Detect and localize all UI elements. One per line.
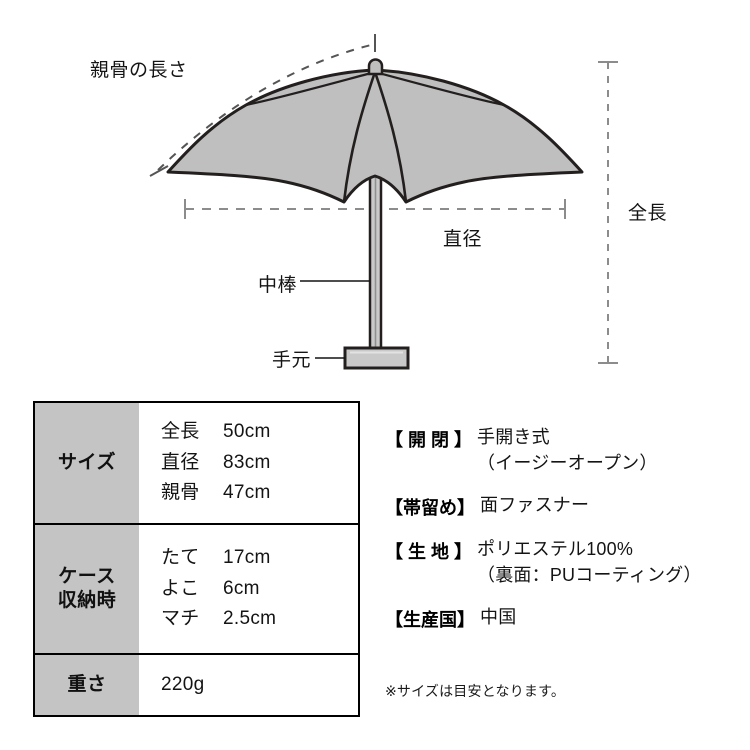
table-row: ケース 収納時 たて 17cm よこ 6cm マチ 2.5cm xyxy=(35,525,358,655)
label-handle: 手元 xyxy=(272,350,312,371)
table-row: サイズ 全長 50cm 直径 83cm 親骨 47cm xyxy=(35,403,358,525)
table-cell-key: 直径 xyxy=(161,451,200,473)
table-row: 重さ 220g xyxy=(35,655,358,715)
table-row-label: 重さ xyxy=(35,655,139,715)
table-cell-key: たて xyxy=(161,546,200,568)
table-row-values: 全長 50cm 直径 83cm 親骨 47cm xyxy=(139,403,358,523)
table-cell-value: 2.5cm xyxy=(223,608,277,630)
table-cell-key: マチ xyxy=(161,608,200,630)
spec-key: 【 開 閉 】 xyxy=(385,430,473,450)
table-cell-key: よこ xyxy=(161,577,200,599)
table-row-values: 220g xyxy=(139,655,358,715)
label-total-length: 全長 xyxy=(628,203,668,224)
umbrella-handle xyxy=(343,346,410,370)
total-length-dimension xyxy=(598,61,618,364)
spec-key: 【帯留め】 xyxy=(385,498,475,519)
table-cell: 直径 83cm xyxy=(161,448,358,479)
table-cell: たて 17cm xyxy=(161,543,358,574)
table-cell-value: 50cm xyxy=(223,420,271,442)
table-cell: よこ 6cm xyxy=(161,574,358,605)
table-row-label: サイズ xyxy=(35,403,139,523)
spec-key: 【生産国】 xyxy=(385,610,475,631)
table-cell-value: 220g xyxy=(161,673,205,695)
table-row-values: たて 17cm よこ 6cm マチ 2.5cm xyxy=(139,525,358,653)
table-cell-value: 83cm xyxy=(223,451,271,473)
umbrella-illustration xyxy=(149,34,618,370)
table-cell-value: 6cm xyxy=(223,577,260,599)
label-diameter: 直径 xyxy=(443,229,483,250)
spec-disclaimer-note: ※サイズは目安となります。 xyxy=(385,683,566,699)
list-item: 【 生 地 】 ポリエステル100% （裏面：PUコーティング） xyxy=(385,537,730,588)
spec-value: ポリエステル100% （裏面：PUコーティング） xyxy=(477,539,702,585)
table-cell: マチ 2.5cm xyxy=(161,604,358,635)
table-cell-key: 親骨 xyxy=(161,482,200,504)
table-cell: 親骨 47cm xyxy=(161,478,358,509)
table-cell-key: 全長 xyxy=(161,420,200,442)
umbrella-canopy xyxy=(166,68,584,204)
table-cell: 220g xyxy=(161,674,358,697)
spec-value: 中国 xyxy=(480,607,517,628)
umbrella-diagram: 親骨の長さ 直径 全長 中棒 手元 xyxy=(90,34,668,371)
rib-length-dimension xyxy=(149,34,376,177)
umbrella-finial-icon xyxy=(367,58,384,76)
spec-value: 面ファスナー xyxy=(480,495,590,516)
table-cell-value: 17cm xyxy=(223,546,271,568)
list-item: 【帯留め】 面ファスナー xyxy=(385,493,730,520)
label-rib-length: 親骨の長さ xyxy=(90,60,188,81)
size-spec-table: サイズ 全長 50cm 直径 83cm 親骨 47cm ケース 収納時 たて 17cm … xyxy=(33,401,360,717)
feature-spec-list: 【 開 閉 】 手開き式 （イージーオープン） 【帯留め】 面ファスナー 【 生… xyxy=(385,425,730,649)
table-row-label: ケース 収納時 xyxy=(35,525,139,653)
spec-value: 手開き式 （イージーオープン） xyxy=(477,427,658,473)
spec-key: 【 生 地 】 xyxy=(385,542,473,563)
table-cell-value: 47cm xyxy=(223,482,271,504)
list-item: 【生産国】 中国 xyxy=(385,605,730,632)
table-cell: 全長 50cm xyxy=(161,417,358,448)
label-shaft: 中棒 xyxy=(258,275,298,296)
list-item: 【 開 閉 】 手開き式 （イージーオープン） xyxy=(385,425,730,476)
